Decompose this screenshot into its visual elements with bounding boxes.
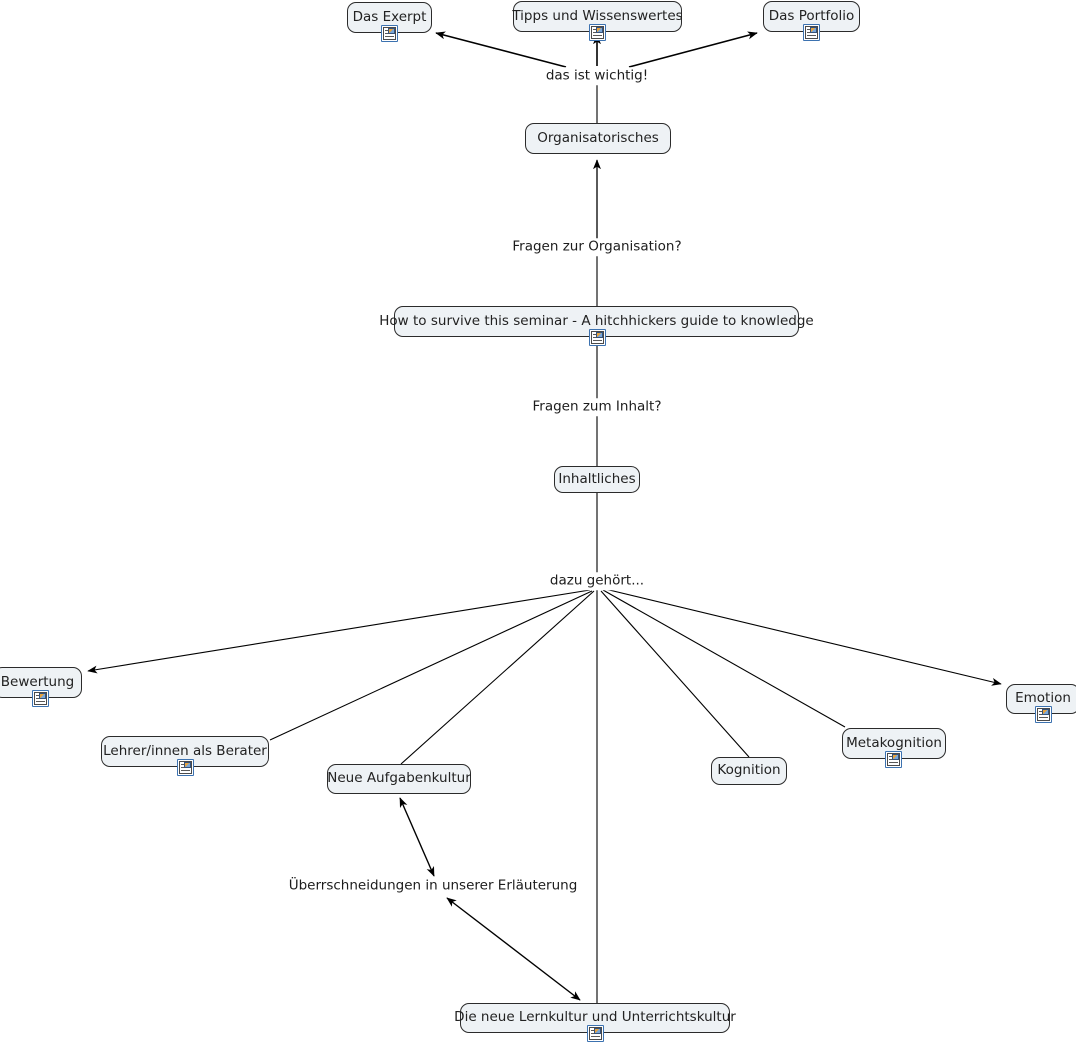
node-inhaltliches[interactable]: Inhaltliches [554,466,640,493]
node-label: Neue Aufgabenkultur [327,770,471,787]
document-thumbnail [594,1028,601,1034]
resource-document-icon[interactable] [803,24,820,41]
resource-document-icon[interactable] [587,1025,604,1042]
link-label-dazu-gehoert[interactable]: dazu gehört... [545,572,649,590]
document-sheet [1037,708,1050,721]
resource-document-icon[interactable] [589,329,606,346]
edge-aufgabenkultur-ueber [399,797,435,877]
node-label: Metakognition [846,734,942,751]
link-label-fragen-zum-inhalt[interactable]: Fragen zum Inhalt? [528,398,666,416]
node-label: Organisatorisches [537,129,659,146]
edge-wichtig-portfolio [628,31,758,68]
edge-ueber-lernkultur [446,897,581,1001]
node-tipps-und-wissenswertes[interactable]: Tipps und Wissenswertes [512,1,683,32]
resource-document-icon[interactable] [381,25,398,42]
link-label-text: Fragen zum Inhalt? [532,398,662,415]
node-label: Das Exerpt [352,8,427,25]
document-thumbnail [39,693,46,699]
node-label: Die neue Lernkultur und Unterrichtskultu… [454,1009,736,1026]
node-das-portfolio[interactable]: Das Portfolio [763,1,860,32]
link-label-ueberrschneidungen[interactable]: Überrschneidungen in unserer Erläuterung [284,877,582,895]
node-kognition[interactable]: Kognition [711,757,787,785]
resource-document-icon[interactable] [32,690,49,707]
link-label-text: das ist wichtig! [545,67,649,84]
document-sheet [589,1027,602,1040]
document-sheet [591,26,604,39]
document-sheet [383,27,396,40]
node-label: Lehrer/innen als Berater [103,742,267,759]
document-thumbnail [810,27,817,33]
edge-dazu-metakognition [602,589,846,728]
link-label-text: Überrschneidungen in unserer Erläuterung [288,877,578,894]
document-thumbnail [1042,709,1049,715]
document-sheet [805,26,818,39]
document-sheet [179,761,192,774]
resource-document-icon[interactable] [885,751,902,768]
edge-dazu-lehrer [269,590,593,741]
node-label: Das Portfolio [768,7,855,24]
node-neue-aufgabenkultur[interactable]: Neue Aufgabenkultur [327,764,471,794]
edge-dazu-kognition [600,590,750,758]
edge-wichtig-exerpt [435,31,567,68]
edge-dazu-aufgabenkultur [400,590,595,765]
link-label-fragen-zur-organisation[interactable]: Fragen zur Organisation? [508,238,686,256]
node-die-neue-lernkultur-und-unterrichtskultur[interactable]: Die neue Lernkultur und Unterrichtskultu… [454,1003,736,1033]
link-label-das-ist-wichtig[interactable]: das ist wichtig! [541,67,653,85]
node-label: Inhaltliches [558,470,636,487]
document-thumbnail [596,27,603,33]
document-thumbnail [596,332,603,338]
edge-dazu-bewertung [87,589,591,674]
document-sheet [591,331,604,344]
resource-document-icon[interactable] [1035,706,1052,723]
document-sheet [34,692,47,705]
node-label: Tipps und Wissenswertes [512,7,683,24]
node-label: How to survive this seminar - A hitchhic… [379,312,814,329]
edge-dazu-emotion [604,588,1002,686]
node-label: Emotion [1015,690,1071,707]
document-thumbnail [184,762,191,768]
link-label-text: dazu gehört... [549,572,645,589]
node-label: Bewertung [0,673,75,690]
node-label: Kognition [717,762,781,779]
resource-document-icon[interactable] [177,759,194,776]
resource-document-icon[interactable] [589,24,606,41]
document-thumbnail [892,754,899,760]
document-thumbnail [388,28,395,34]
node-organisatorisches[interactable]: Organisatorisches [525,123,671,154]
document-sheet [887,753,900,766]
link-label-text: Fragen zur Organisation? [512,238,682,255]
